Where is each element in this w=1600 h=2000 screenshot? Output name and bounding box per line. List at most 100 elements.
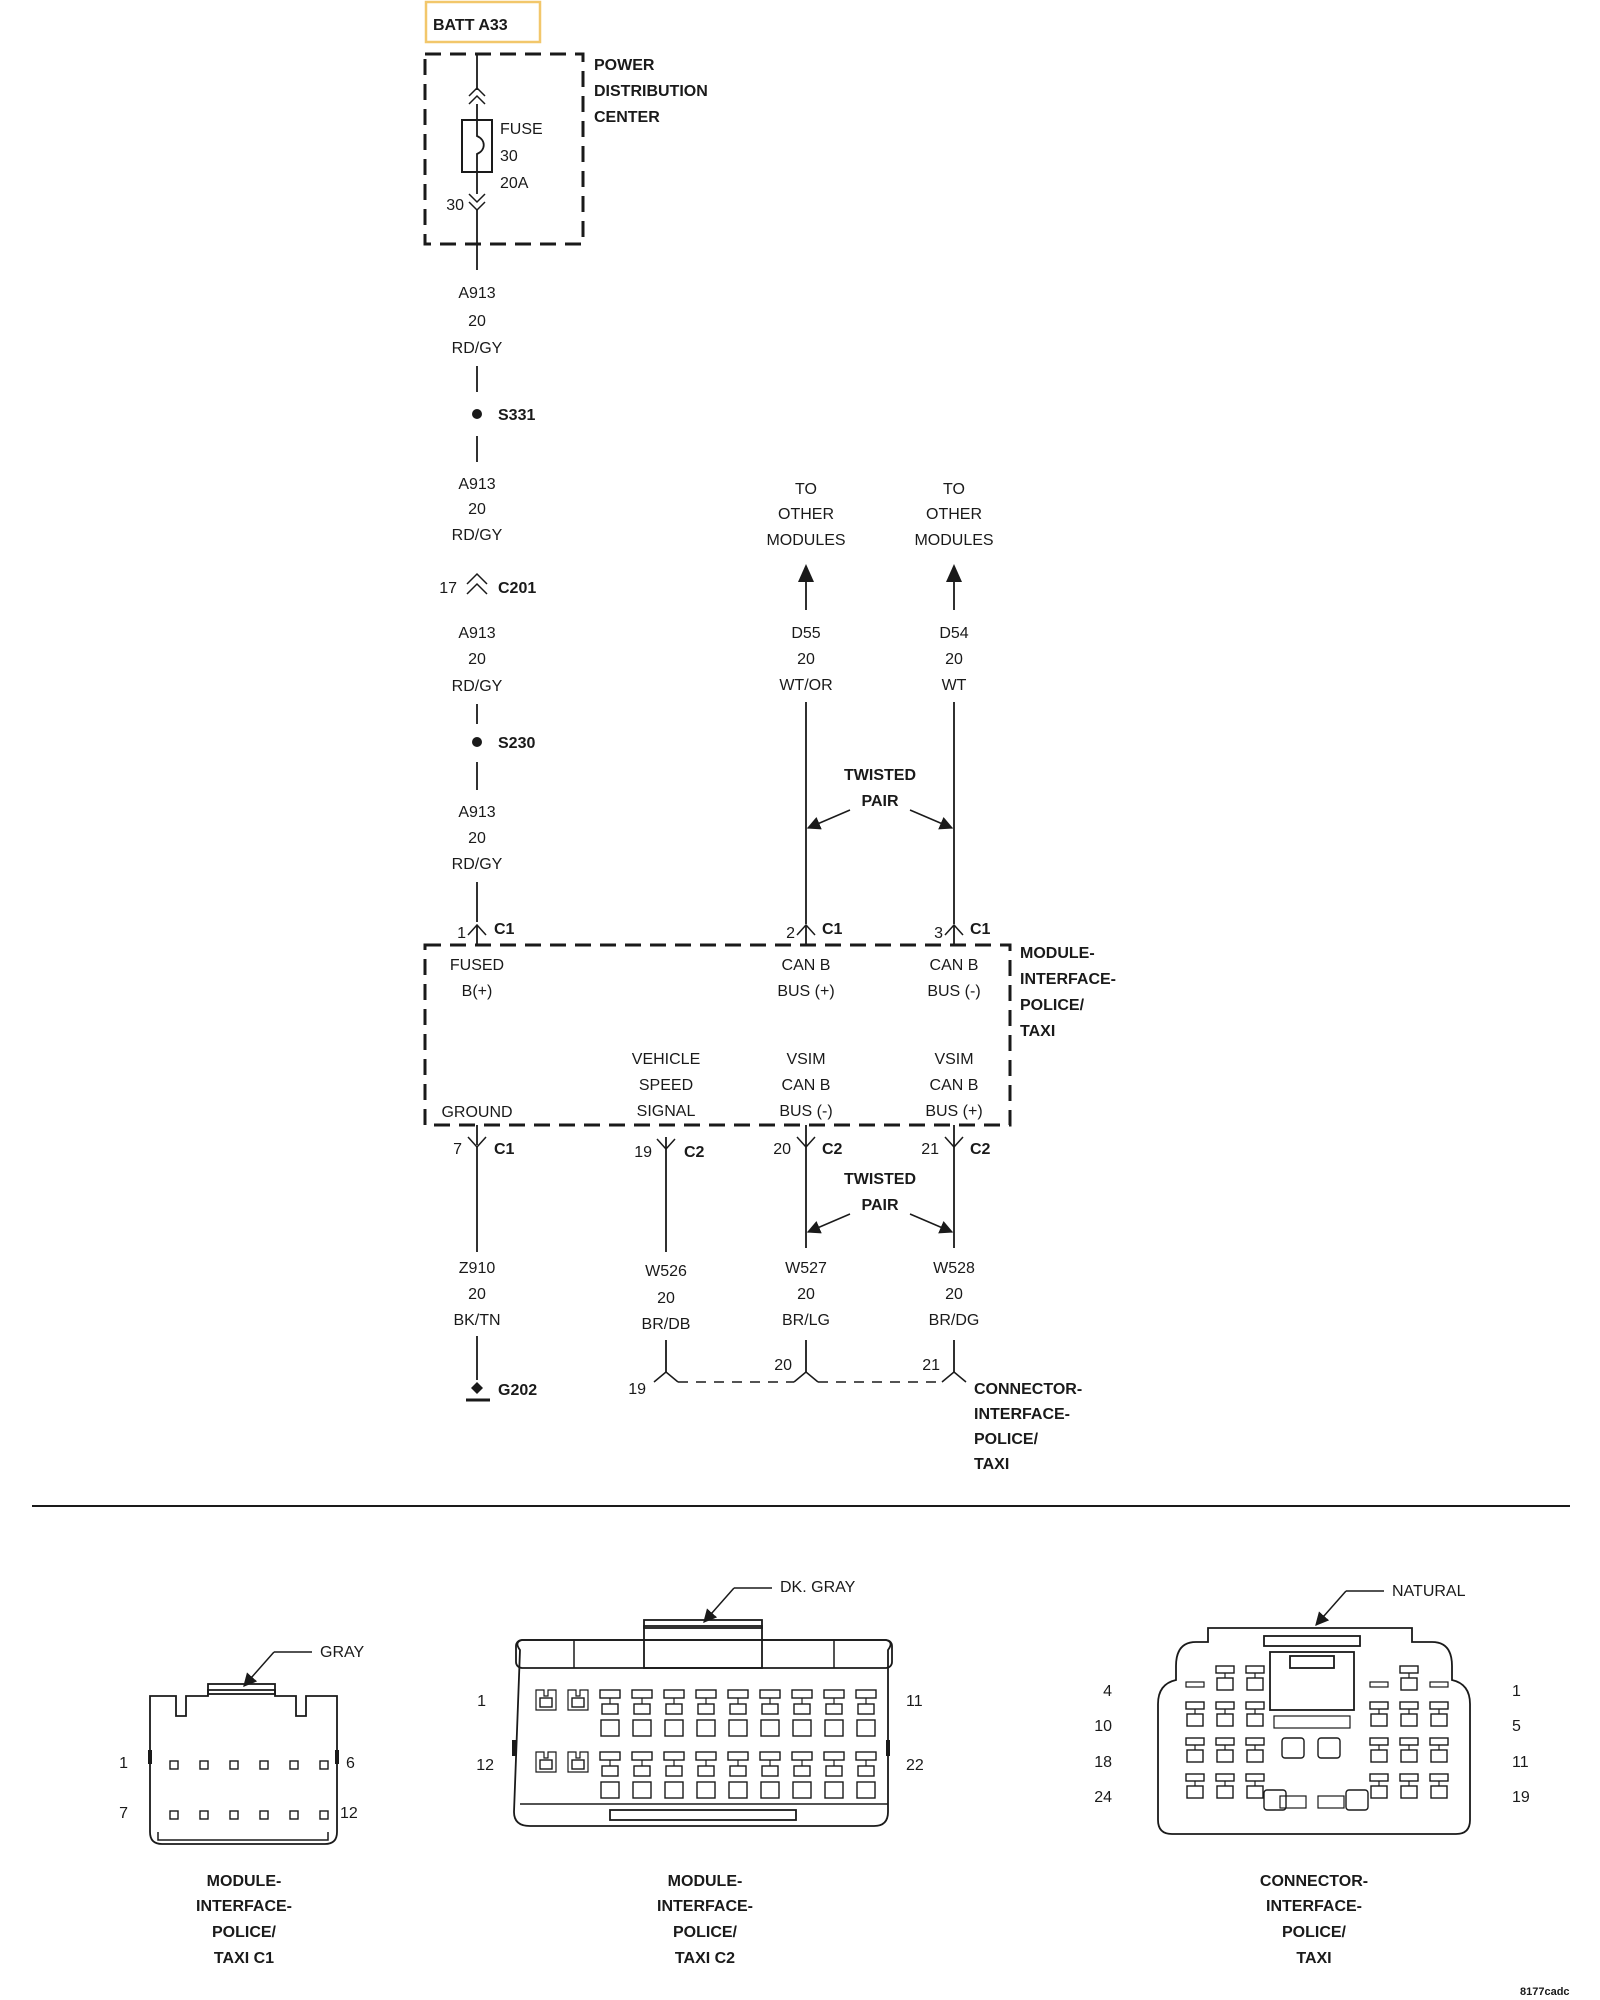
to-other-right-line-2: OTHER	[926, 506, 982, 523]
twisted-pair-arrow-icon	[806, 809, 851, 830]
module-pin-1-number: 1	[457, 925, 466, 942]
c3-cavity	[1215, 1737, 1235, 1763]
a913-seg4-circuit: A913	[458, 804, 495, 821]
c1-cavity	[169, 1760, 179, 1770]
a913-seg2-color: RD/GY	[452, 527, 503, 544]
c3-name-line-3: POLICE/	[1282, 1924, 1347, 1941]
pin-2-label-line-2: BUS (+)	[777, 983, 834, 1000]
c3-cavity	[1369, 1701, 1389, 1727]
pin-2-label-line-1: CAN B	[782, 957, 831, 974]
c3-center-slot	[1279, 1795, 1307, 1809]
c3-pin-18-label: 18	[1094, 1754, 1112, 1771]
connector-interface-police-taxi: 19 20 21 CONNECTOR- INTERFACE- POLICE/ T…	[628, 1357, 1082, 1473]
w528-color: BR/DG	[929, 1312, 980, 1329]
splice-s230-label: S230	[498, 735, 535, 752]
c201-label: C201	[498, 580, 536, 597]
c3-name-line-2: INTERFACE-	[1266, 1898, 1362, 1915]
to-other-right-line-1: TO	[943, 481, 965, 498]
splice-s230-icon	[472, 737, 482, 747]
a913-seg4-gauge: 20	[468, 830, 486, 847]
lower-connector-pin-21: 21	[922, 1357, 940, 1374]
twisted-pair-arrow-icon	[909, 809, 954, 830]
c3-slot	[1369, 1681, 1389, 1688]
c2-cavity	[823, 1751, 845, 1799]
c2-name-line-4: TAXI C2	[675, 1950, 735, 1967]
c3-cavity	[1399, 1665, 1419, 1691]
c3-cavity	[1215, 1701, 1235, 1727]
c3-cavity	[1245, 1701, 1265, 1727]
c2-cavity	[599, 1751, 621, 1799]
c2-cavity	[663, 1689, 685, 1737]
c1-name-line-4: TAXI C1	[214, 1950, 274, 1967]
splice-s331-icon	[472, 409, 482, 419]
c3-center-cavity	[1345, 1789, 1369, 1811]
module-pin-19-connector: C2	[684, 1144, 705, 1161]
c2-color-arrow-icon	[703, 1587, 735, 1624]
a913-seg2-circuit: A913	[458, 476, 495, 493]
c2-pin-12-label: 12	[476, 1757, 494, 1774]
w528-gauge: 20	[945, 1286, 963, 1303]
c2-cavity	[759, 1751, 781, 1799]
connector-view-c2: DK. GRAY 1 11 12 22 MODULE- INTERFACE- P…	[476, 1579, 924, 1967]
d55-color: WT/OR	[779, 677, 832, 694]
twisted-pair-arrow-icon	[806, 1213, 851, 1234]
c2-name-line-3: POLICE/	[673, 1924, 738, 1941]
c2-name-line-1: MODULE-	[668, 1873, 743, 1890]
pdc-name-line-3: CENTER	[594, 109, 660, 126]
pin-19-label-line-1: VEHICLE	[632, 1051, 700, 1068]
pin-21-label-line-3: BUS (+)	[925, 1103, 982, 1120]
a913-seg3-color: RD/GY	[452, 678, 503, 695]
module-pin-2-number: 2	[786, 925, 795, 942]
c1-pin-6-label: 6	[346, 1755, 355, 1772]
twisted-pair-lower: TWISTED PAIR	[806, 1171, 954, 1234]
pin-1-label-line-2: B(+)	[462, 983, 493, 1000]
fuse-label-line-1: FUSE	[500, 121, 543, 138]
c1-name-line-3: POLICE/	[212, 1924, 277, 1941]
c2-cavity	[759, 1689, 781, 1737]
c2-cavity	[855, 1751, 877, 1799]
c3-center-slot	[1317, 1795, 1345, 1809]
lower-connector-pin-19: 19	[628, 1381, 646, 1398]
c1-name-line-1: MODULE-	[207, 1873, 282, 1890]
c1-color-label: GRAY	[320, 1644, 364, 1661]
c1-cavity	[289, 1760, 299, 1770]
a913-wire-run: A913 20 RD/GY S331 A913 20 RD/GY 17 C201…	[439, 285, 536, 922]
d54-gauge: 20	[945, 651, 963, 668]
inline-connector-c201-icon	[466, 572, 488, 595]
module-pin-20-connector: C2	[822, 1141, 843, 1158]
module-pin-3-connector: C1	[970, 921, 991, 938]
c2-cavity	[695, 1751, 717, 1799]
a913-seg4-color: RD/GY	[452, 856, 503, 873]
lower-wire-labels: Z910 20 BK/TN G202 W526 20 BR/DB W527 20…	[453, 1260, 980, 1402]
c3-pin-cavities	[1185, 1665, 1449, 1811]
power-distribution-center: POWER DISTRIBUTION CENTER FUSE 30 20A 30	[423, 52, 708, 270]
fuse-label-line-3: 20A	[500, 175, 529, 192]
z910-color: BK/TN	[453, 1312, 500, 1329]
c1-cavity	[289, 1810, 299, 1820]
c3-pin-10-label: 10	[1094, 1718, 1112, 1735]
c1-cavity	[319, 1760, 329, 1770]
module-pin-7-number: 7	[453, 1141, 462, 1158]
ground-label: G202	[498, 1382, 537, 1399]
c3-cavity	[1215, 1665, 1235, 1691]
twisted-pair-upper: TWISTED PAIR	[806, 767, 954, 830]
c3-name-line-4: TAXI	[1296, 1950, 1331, 1967]
c3-slot	[1429, 1681, 1449, 1688]
c3-pin-11-label: 11	[1512, 1754, 1529, 1771]
c3-cavity	[1369, 1737, 1389, 1763]
module-pin-21-connector: C2	[970, 1141, 991, 1158]
to-other-right-line-3: MODULES	[914, 532, 993, 549]
c3-pin-24-label: 24	[1094, 1789, 1112, 1806]
arrow-up-icon	[946, 564, 962, 582]
pin-20-label-line-3: BUS (-)	[779, 1103, 832, 1120]
module-pin-3-number: 3	[934, 925, 943, 942]
c2-color-label: DK. GRAY	[780, 1579, 856, 1596]
c3-pin-1-label: 1	[1512, 1683, 1521, 1700]
c3-cavity	[1429, 1773, 1449, 1799]
c3-cavity	[1245, 1737, 1265, 1763]
c3-cavity	[1369, 1773, 1389, 1799]
module-pin-2-connector: C1	[822, 921, 843, 938]
w528-circuit: W528	[933, 1260, 975, 1277]
c3-center-cavity	[1281, 1737, 1305, 1759]
battery-source: BATT A33	[424, 0, 542, 44]
